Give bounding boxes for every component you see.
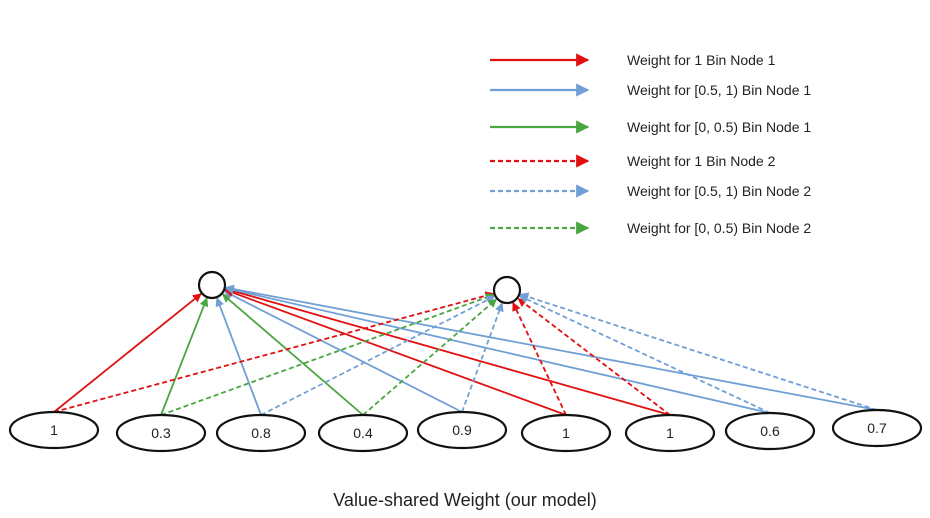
input-node-ellipse: [624, 413, 716, 453]
edge-blue-dashed: [461, 302, 504, 413]
input-node: 0.7: [831, 408, 923, 448]
legend-item: Weight for [0, 0.5) Bin Node 1: [490, 119, 811, 135]
input-node-value: 0.3: [151, 425, 171, 441]
input-node-ellipse: [8, 410, 100, 450]
input-node-value: 0.6: [760, 423, 780, 439]
edge-red-solid: [224, 288, 567, 416]
edge-green-solid: [221, 293, 364, 416]
input-node-ellipse: [317, 413, 409, 453]
edge-blue-solid: [223, 290, 463, 413]
legend-label: Weight for [0.5, 1) Bin Node 1: [627, 82, 811, 98]
input-node-value: 1: [666, 425, 674, 441]
edges-group: [53, 284, 878, 416]
input-node-value: 0.4: [353, 425, 373, 441]
input-node-value: 0.9: [452, 422, 472, 438]
hidden-node-1: [197, 270, 227, 300]
edge-red-solid: [53, 293, 202, 413]
input-node-value: 0.7: [867, 420, 887, 436]
input-node-ellipse: [416, 410, 508, 450]
input-node-ellipse: [520, 413, 612, 453]
edge-blue-solid: [224, 285, 771, 414]
nodes-group: 1 0.3 0.8 0.4 0.9 1 1 0.6 0.7: [8, 270, 923, 453]
edge-blue-dashed: [519, 292, 878, 411]
legend-item: Weight for [0.5, 1) Bin Node 2: [490, 183, 811, 199]
input-node-value: 0.8: [251, 425, 271, 441]
edge-blue-dashed: [260, 295, 496, 416]
input-node-ellipse: [215, 413, 307, 453]
edge-blue-solid: [224, 284, 878, 411]
legend-label: Weight for 1 Bin Node 1: [627, 52, 776, 68]
hidden-node-2: [492, 275, 522, 305]
diagram-caption: Value-shared Weight (our model): [333, 490, 596, 510]
input-node-ellipse: [831, 408, 923, 448]
input-node-ellipse: [115, 413, 207, 453]
legend: Weight for 1 Bin Node 1 Weight for [0.5, …: [490, 52, 811, 236]
edge-red-dashed: [53, 291, 495, 413]
legend-item: Weight for [0.5, 1) Bin Node 1: [490, 82, 811, 98]
input-node: 0.3: [115, 413, 207, 453]
input-node: 0.9: [416, 410, 508, 450]
input-node: 1: [624, 413, 716, 453]
legend-label: Weight for 1 Bin Node 2: [627, 153, 776, 169]
edge-green-dashed: [362, 298, 498, 416]
input-node: 0.6: [724, 411, 816, 451]
input-node: 0.4: [317, 413, 409, 453]
edge-green-solid: [160, 297, 209, 416]
edge-blue-dashed: [518, 295, 771, 414]
legend-label: Weight for [0.5, 1) Bin Node 2: [627, 183, 811, 199]
legend-label: Weight for [0, 0.5) Bin Node 2: [627, 220, 811, 236]
edge-green-dashed: [160, 293, 495, 416]
legend-item: Weight for 1 Bin Node 2: [490, 153, 776, 169]
legend-item: Weight for 1 Bin Node 1: [490, 52, 776, 68]
edge-blue-solid: [215, 297, 262, 416]
input-node-ellipse: [724, 411, 816, 451]
input-node: 1: [520, 413, 612, 453]
legend-item: Weight for [0, 0.5) Bin Node 2: [490, 220, 811, 236]
edge-red-dashed: [512, 301, 567, 416]
input-node: 0.8: [215, 413, 307, 453]
input-node-value: 1: [562, 425, 570, 441]
edge-red-solid: [224, 286, 671, 416]
legend-label: Weight for [0, 0.5) Bin Node 1: [627, 119, 811, 135]
input-node: 1: [8, 410, 100, 450]
input-node-value: 1: [50, 422, 58, 438]
